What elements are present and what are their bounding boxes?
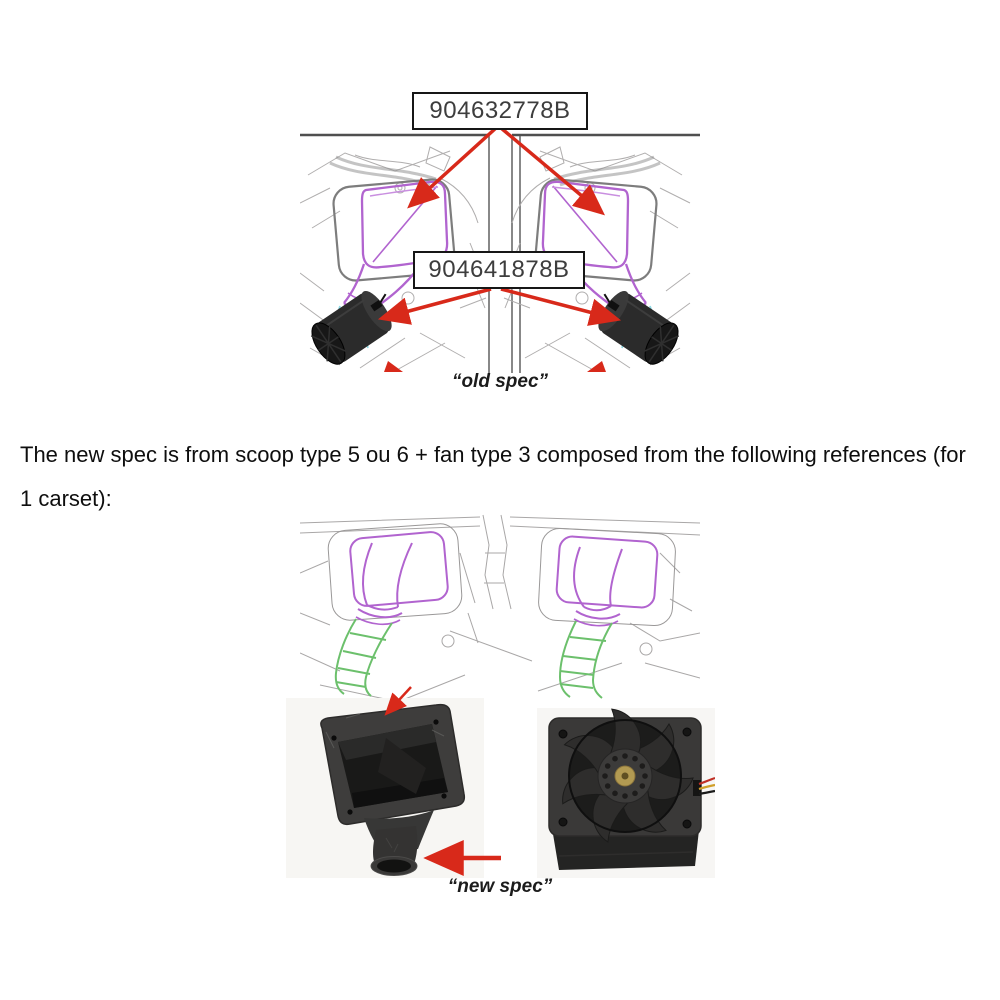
paragraph-line-1: The new spec is from scoop type 5 ou 6 +… xyxy=(20,442,966,467)
part-number-fan-old: 904641878B xyxy=(413,251,585,289)
fan-side-face xyxy=(553,830,699,870)
paragraph-line-2: 1 carset): xyxy=(20,486,112,511)
scoop-photo xyxy=(286,698,484,878)
new-scoop-left xyxy=(334,531,449,697)
fan-photo xyxy=(537,708,715,878)
old-spec-caption: “old spec” xyxy=(451,371,549,392)
body-paragraph: The new spec is from scoop type 5 ou 6 +… xyxy=(20,433,988,521)
new-spec-drawing xyxy=(300,514,700,700)
fan-hub-holes xyxy=(602,753,648,799)
new-spec-caption: “new spec” xyxy=(447,876,553,897)
fan-wires xyxy=(698,776,715,796)
part-number-scoop-old: 904632778B xyxy=(412,92,588,130)
new-scoop-right xyxy=(555,535,659,699)
